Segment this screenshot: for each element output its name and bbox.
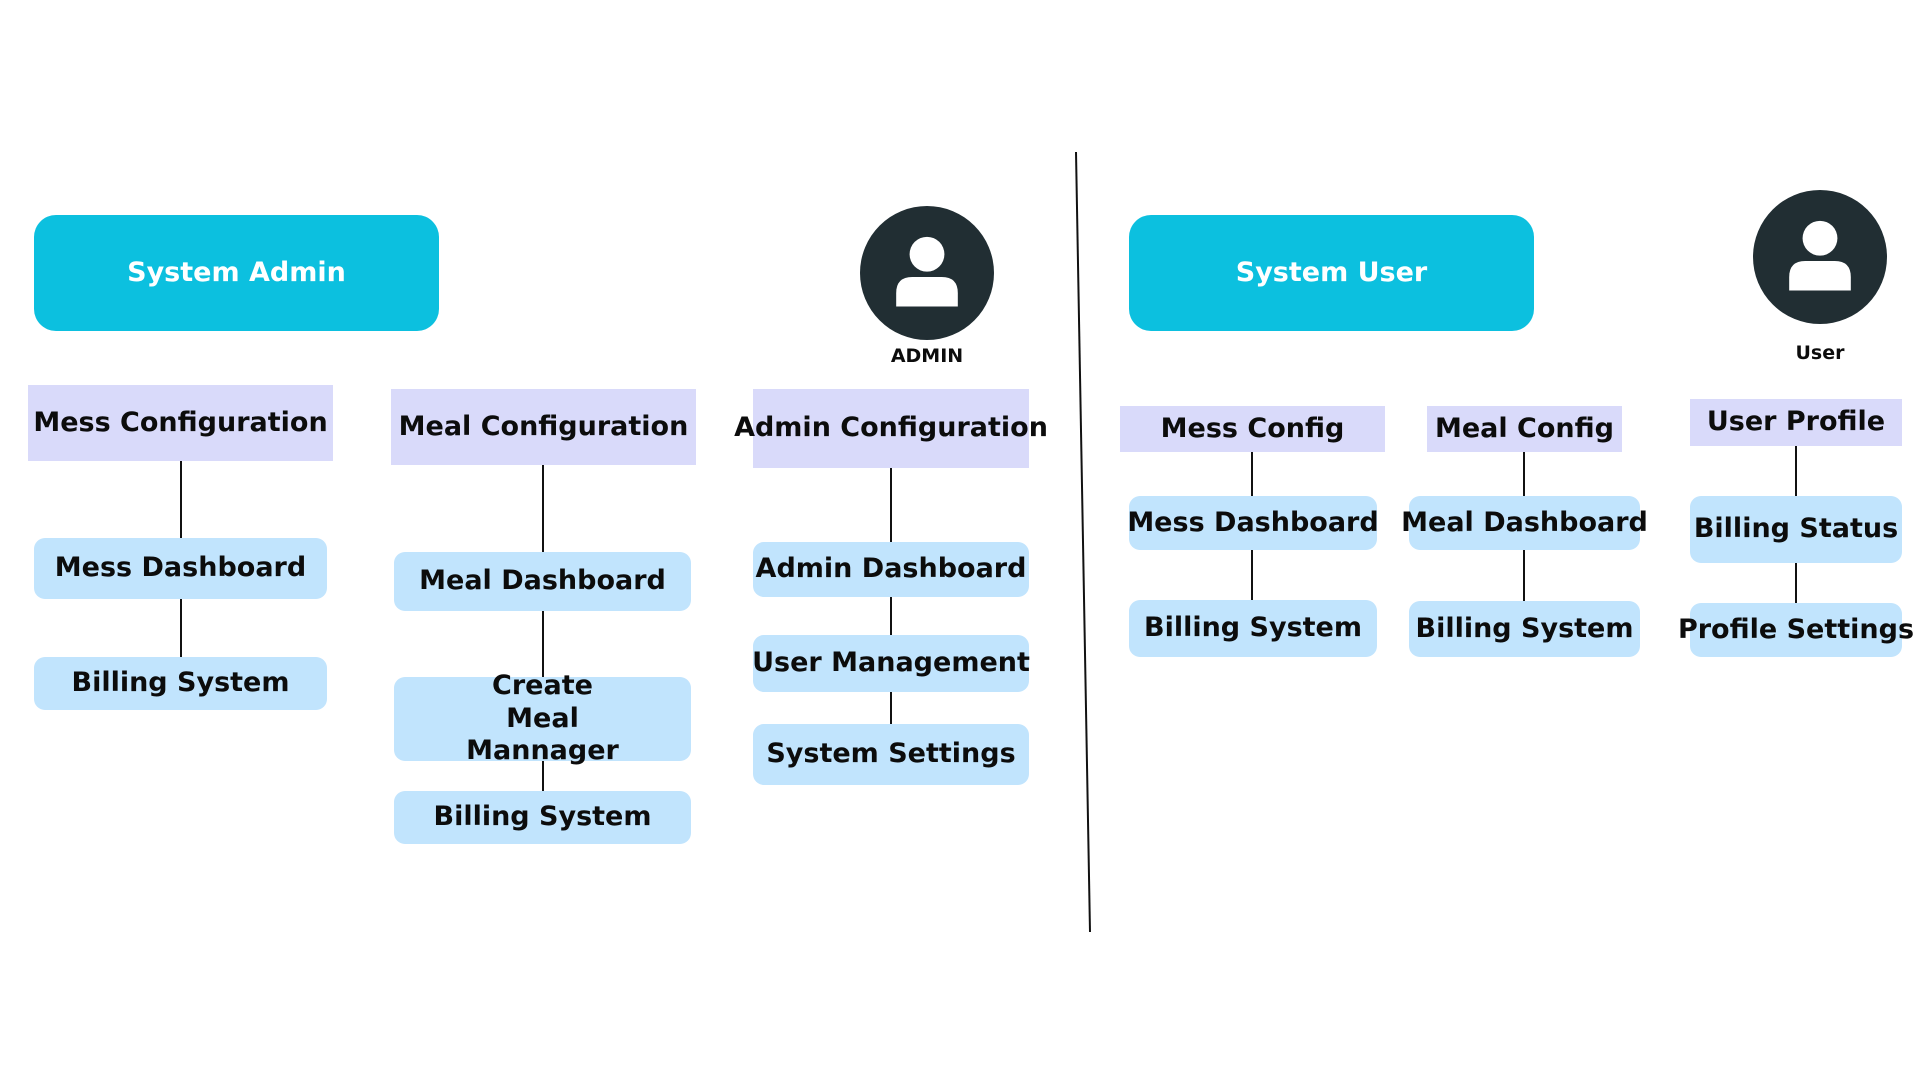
meal-configuration-header: Meal Configuration — [391, 389, 696, 465]
billing-system-node: Billing System — [1409, 601, 1640, 657]
mess-configuration-header: Mess Configuration — [28, 385, 333, 461]
mess-dashboard-node: Mess Dashboard — [1127, 496, 1379, 550]
create-meal-manager-node: Create Meal Mannager — [394, 670, 691, 766]
admin-dashboard-node: Admin Dashboard — [753, 542, 1029, 597]
billing-status-node: Billing Status — [1690, 496, 1902, 563]
admin-avatar — [860, 206, 994, 340]
user-profile-header: User Profile — [1690, 399, 1902, 446]
profile-settings-node: Profile Settings — [1678, 603, 1914, 657]
billing-system-node: Billing System — [34, 657, 327, 710]
divider-line — [1075, 151, 1091, 933]
mess-dashboard-node: Mess Dashboard — [34, 538, 327, 599]
system-settings-node: System Settings — [753, 724, 1029, 785]
user-management-node: User Management — [752, 635, 1030, 692]
user-avatar — [1753, 190, 1887, 324]
user-icon — [1789, 220, 1851, 291]
meal-dashboard-node: Meal Dashboard — [394, 552, 691, 611]
billing-system-node: Billing System — [394, 791, 691, 844]
billing-system-node: Billing System — [1129, 600, 1377, 657]
system-user-box: System User — [1129, 215, 1534, 331]
mess-config-header: Mess Config — [1120, 406, 1385, 452]
admin-configuration-header: Admin Configuration — [734, 389, 1048, 468]
system-admin-box: System Admin — [34, 215, 439, 331]
user-avatar-caption: User — [1795, 342, 1845, 364]
admin-avatar-caption: ADMIN — [890, 345, 964, 367]
meal-config-header: Meal Config — [1427, 406, 1622, 452]
meal-dashboard-node: Meal Dashboard — [1401, 496, 1648, 550]
user-icon — [896, 236, 958, 307]
